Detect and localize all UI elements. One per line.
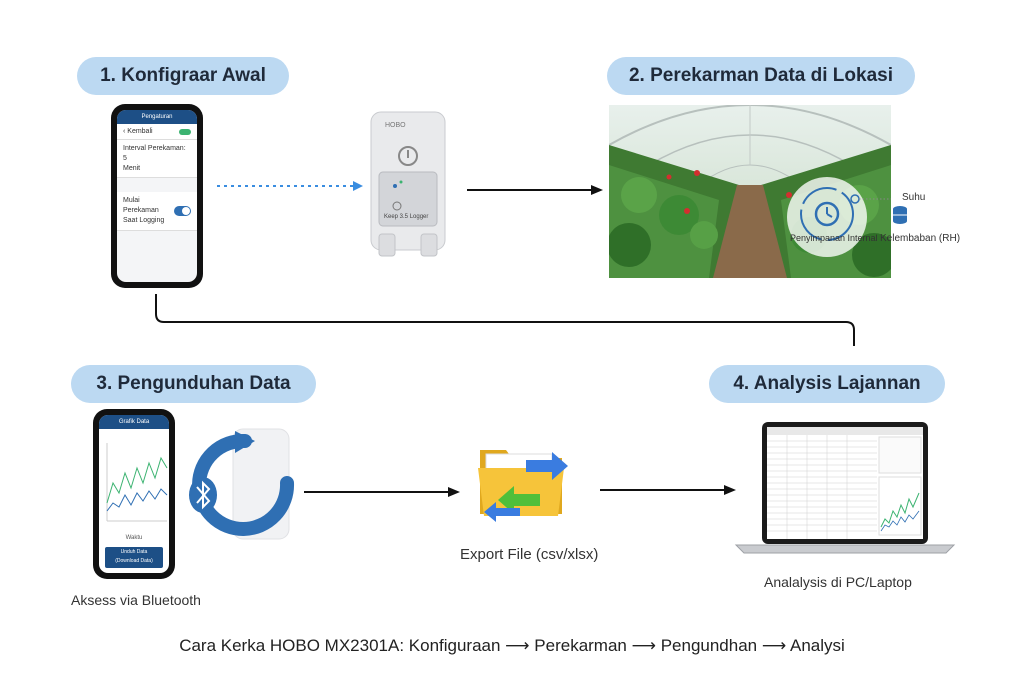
caption-export: Export File (csv/xlsx): [460, 546, 599, 563]
greenhouse-illustration: [609, 105, 891, 278]
phone2-chart: [106, 443, 168, 522]
folder-export-icon: [478, 450, 568, 522]
step-2-label: 2. Perekarman Data di Lokasi: [607, 57, 915, 95]
arrow-to-export: [304, 487, 460, 497]
phone1-mode: Mulai Perekaman: [123, 197, 159, 215]
caption-pc: Analalysis di PC/Laptop: [764, 574, 912, 590]
phone1-interval-unit: Menit: [123, 164, 141, 172]
laptop-base: [734, 544, 956, 554]
caption-bluetooth: Aksess via Bluetooth: [71, 592, 201, 608]
label-penyimpanan: Penyimpanan Internal: [790, 233, 878, 243]
step-1-label: 1. Konfigraar Awal: [77, 57, 289, 95]
arrow-to-laptop: [600, 485, 736, 495]
download-data-button[interactable]: Unduh Data (Download Data): [105, 547, 163, 568]
label-kelembaban: Kelembaban (RH): [880, 233, 961, 244]
greenhouse-scene: [609, 105, 891, 278]
label-suhu: Suhu: [902, 192, 926, 203]
bluetooth-sync-graphic: [189, 428, 295, 540]
phone1-interval: Interval Perekaman: 5: [123, 145, 186, 162]
dotted-arrow: [217, 181, 363, 191]
connector-line: [155, 294, 855, 346]
arrow-to-greenhouse: [467, 185, 603, 195]
download-button-label: Unduh Data: [120, 549, 148, 555]
logging-toggle[interactable]: [174, 206, 191, 217]
hobo-logger-device: [370, 111, 446, 257]
spreadsheet-view: [767, 427, 923, 539]
phone2-title: Grafik Data: [99, 415, 169, 429]
database-icon: [893, 206, 907, 224]
logger-label: Keep 3.5 Logger: [384, 214, 429, 220]
laptop-screen: [762, 422, 928, 544]
logger-brand: HOBO: [385, 122, 406, 129]
step-4-label: 4. Analysis Lajannan: [709, 365, 945, 403]
download-button-sublabel: (Download Data): [115, 558, 153, 564]
step-3-label: 3. Pengunduhan Data: [71, 365, 316, 403]
phone1-title: Pengaturan: [117, 110, 197, 124]
phone2-axis-label: Waktu: [125, 535, 143, 541]
phone-download: Grafik Data Waktu Unduh Data (Download D…: [93, 409, 175, 579]
phone-configuration: Pengaturan ‹ Kembali Interval Perekaman:…: [111, 104, 203, 288]
phone1-mode-sub: Saat Logging: [123, 216, 165, 224]
phone1-back-link[interactable]: ‹ Kembali: [123, 128, 153, 135]
toggle-icon: [179, 128, 191, 135]
footer-summary: Cara Kerka HOBO MX2301A: Konfiguraan ⟶ P…: [179, 636, 845, 655]
